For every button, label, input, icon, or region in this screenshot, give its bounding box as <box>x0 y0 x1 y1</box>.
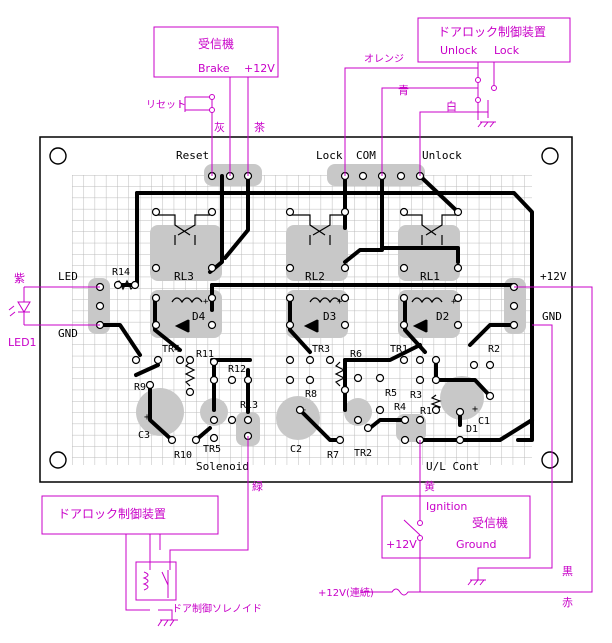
svg-text:C3: C3 <box>138 430 150 441</box>
svg-text:R4: R4 <box>394 402 406 413</box>
svg-text:R2: R2 <box>488 344 500 355</box>
board-labels: Reset Lock COM Unlock LED GND +12V GND S… <box>58 149 567 473</box>
svg-text:Brake: Brake <box>198 62 230 75</box>
svg-text:C2: C2 <box>290 444 302 455</box>
mount-hole-bl <box>49 451 67 469</box>
svg-text:+: + <box>144 412 150 423</box>
svg-text:+: + <box>337 297 343 307</box>
svg-text:R13: R13 <box>240 400 258 411</box>
svg-text:赤: 赤 <box>562 596 573 609</box>
label-lock: Lock <box>316 149 343 162</box>
label-reset: Reset <box>176 149 209 162</box>
door-lock-bottom-title: ドアロック制御装置 <box>58 506 166 521</box>
svg-text:リセット: リセット <box>146 99 186 111</box>
label-gnd-right: GND <box>542 310 562 323</box>
label-plus12: +12V <box>540 270 567 283</box>
door-lock-top-title: ドアロック制御装置 <box>438 24 546 39</box>
svg-text:LED1: LED1 <box>8 336 37 349</box>
svg-text:R7: R7 <box>327 450 339 461</box>
pads <box>95 171 519 445</box>
svg-text:+: + <box>451 297 457 307</box>
svg-text:TR2: TR2 <box>354 448 372 459</box>
svg-text:C1: C1 <box>478 416 490 427</box>
svg-text:灰: 灰 <box>214 120 225 134</box>
svg-text:R6: R6 <box>350 349 362 360</box>
svg-text:青: 青 <box>398 84 409 97</box>
svg-text:Ignition: Ignition <box>426 500 467 513</box>
svg-text:TR3: TR3 <box>312 344 330 355</box>
relay-rl1: RL1 D2 <box>404 214 456 333</box>
svg-text:+12V(連続): +12V(連続) <box>318 586 374 599</box>
label-unlock: Unlock <box>422 149 462 162</box>
svg-text:TR5: TR5 <box>203 444 221 455</box>
receiver-top-title: 受信機 <box>198 36 234 51</box>
rl3-label: RL3 <box>174 270 194 283</box>
external-wiring <box>8 17 593 627</box>
mount-hole-br <box>541 451 559 469</box>
pcb-traces <box>98 174 534 442</box>
svg-text:+12V: +12V <box>244 62 275 75</box>
svg-text:Ground: Ground <box>456 538 496 551</box>
svg-text:オレンジ: オレンジ <box>364 53 404 65</box>
svg-text:R14: R14 <box>112 267 130 278</box>
mount-hole-tl <box>49 147 67 165</box>
d4-label: D4 <box>192 310 206 323</box>
svg-text:TR1: TR1 <box>390 344 408 355</box>
svg-text:R10: R10 <box>174 450 192 461</box>
svg-text:Lock: Lock <box>494 44 520 57</box>
svg-text:黄: 黄 <box>424 479 435 493</box>
svg-text:白: 白 <box>446 99 457 113</box>
svg-text:+: + <box>203 297 209 307</box>
svg-text:+: + <box>472 404 478 415</box>
svg-text:D1: D1 <box>466 424 478 435</box>
svg-text:紫: 紫 <box>14 272 25 285</box>
mount-hole-tr <box>541 147 559 165</box>
rl1-label: RL1 <box>420 270 440 283</box>
label-gnd-left: GND <box>58 327 78 340</box>
svg-text:TR4: TR4 <box>162 344 180 355</box>
svg-text:R3: R3 <box>410 390 422 401</box>
receiver-bottom-title: 受信機 <box>472 515 508 530</box>
svg-text:R12: R12 <box>228 364 246 375</box>
relay-rl3: RL3 D4 <box>155 214 210 333</box>
svg-text:R5: R5 <box>385 388 397 399</box>
svg-text:茶: 茶 <box>254 121 265 134</box>
svg-text:R9: R9 <box>134 382 146 393</box>
svg-text:Unlock: Unlock <box>440 44 478 57</box>
rl2-label: RL2 <box>305 270 325 283</box>
svg-text:R1: R1 <box>420 406 432 417</box>
svg-text:緑: 緑 <box>252 479 263 493</box>
label-led: LED <box>58 270 78 283</box>
svg-text:R11: R11 <box>196 349 214 360</box>
svg-text:黒: 黒 <box>562 565 573 578</box>
external-labels: 受信機 Brake +12V ドアロック制御装置 Unlock Lock リセッ… <box>8 24 573 615</box>
svg-text:ドア制御ソレノイド: ドア制御ソレノイド <box>172 602 262 615</box>
relay-rl2: RL2 D3 <box>290 214 345 333</box>
label-solenoid: Solenoid <box>196 460 249 473</box>
svg-text:R8: R8 <box>305 389 317 400</box>
svg-text:+12V: +12V <box>386 538 417 551</box>
d2-label: D2 <box>436 310 449 323</box>
label-com: COM <box>356 149 376 162</box>
label-ul-cont: U/L Cont <box>426 460 479 473</box>
d3-label: D3 <box>323 310 336 323</box>
